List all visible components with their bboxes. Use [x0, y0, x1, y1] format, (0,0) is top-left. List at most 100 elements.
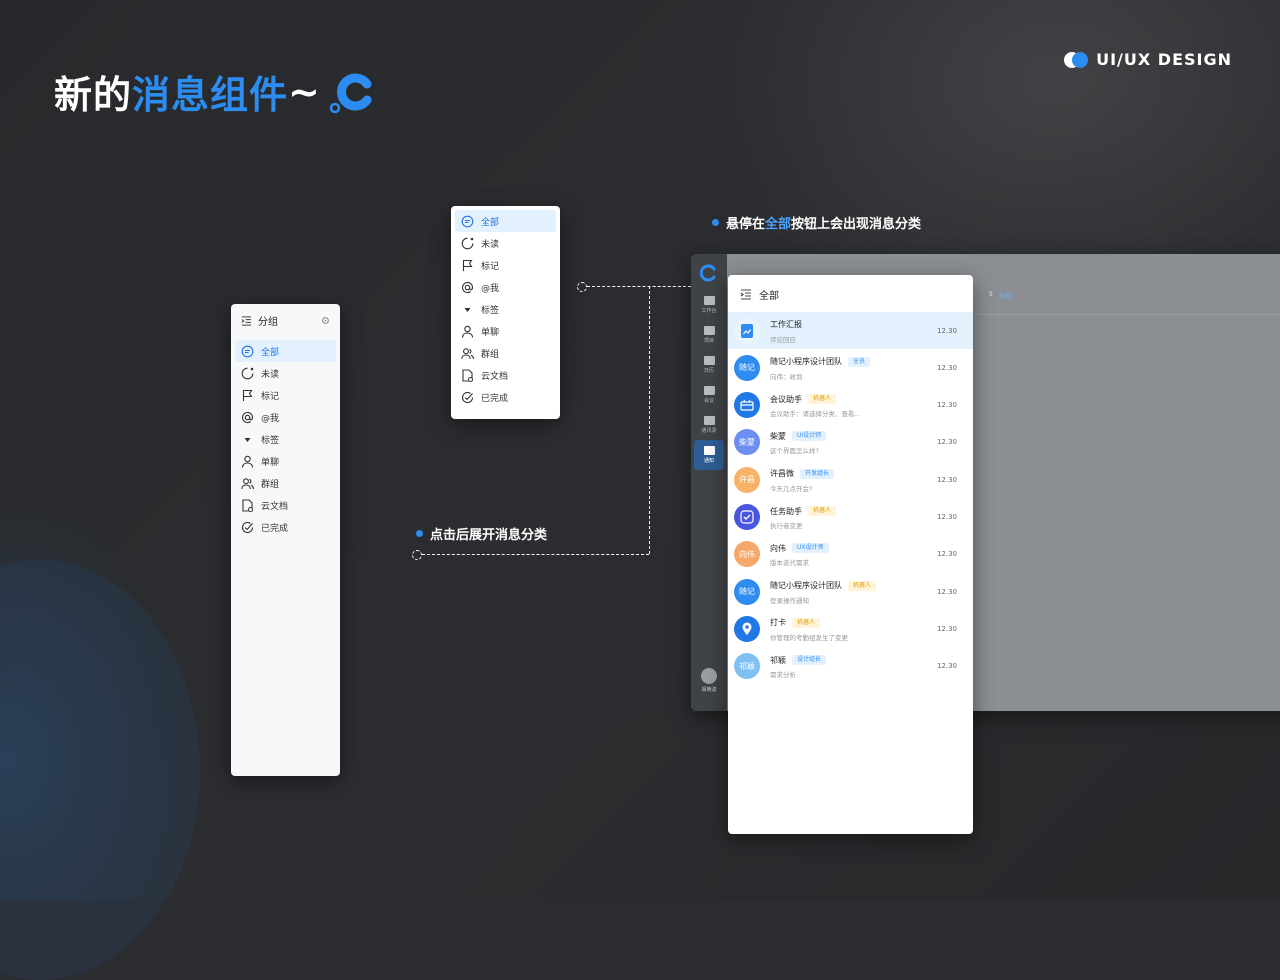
popover-item[interactable]: 未读: [455, 232, 556, 254]
brand: UI/UX DESIGN: [1064, 50, 1232, 69]
popover-item[interactable]: 标记: [455, 254, 556, 276]
message-name: 向伟: [770, 543, 786, 553]
message-preview: 向伟：收到: [770, 372, 803, 381]
topbar-tag[interactable]: 全部: [999, 293, 1012, 300]
avatar-text: 祁颖: [739, 661, 755, 671]
message-time: 12.30: [936, 513, 957, 521]
gear-icon[interactable]: [321, 316, 330, 325]
group-list-item[interactable]: 云文档: [235, 494, 336, 516]
rail-icon: [703, 326, 715, 335]
popover-item[interactable]: 已完成: [455, 386, 556, 408]
popover-item-label: 标记: [481, 261, 500, 272]
rail-item-label: 会议: [703, 398, 714, 404]
group-list-item[interactable]: 全部: [235, 340, 336, 362]
group-list: 全部未读标记 @我标签单聊群组云文档已完成: [231, 336, 340, 538]
message-row[interactable]: 会议助手机器人会议助手：请选择分类、查看...12.30: [728, 387, 973, 424]
triangle-down-icon: [464, 307, 471, 312]
group-list-item[interactable]: 标记: [235, 384, 336, 406]
rail-item[interactable]: 工作台: [694, 290, 724, 320]
avatar-text: 随记: [739, 587, 755, 597]
group-list-item[interactable]: 已完成: [235, 516, 336, 538]
connector-node: [412, 550, 422, 560]
popover-item-label: 群组: [481, 349, 500, 360]
popover-list: 全部未读标记 @我标签单聊群组云文档已完成: [451, 206, 560, 408]
group-list-item[interactable]: 群组: [235, 472, 336, 494]
avatar: 柴蒙: [734, 429, 760, 456]
message-row[interactable]: 许昌许昌微开发组长今天几点开会?12.30: [728, 461, 973, 498]
bullet-dot: [712, 219, 719, 226]
rail-icon: [703, 296, 715, 305]
location-pin-icon: [742, 622, 752, 635]
rail-item[interactable]: 日历: [694, 350, 724, 380]
app-topbar: 5 全部: [727, 278, 1280, 315]
connector-line: [649, 286, 650, 554]
rail-item-label: 工作台: [701, 308, 717, 314]
avatar: [734, 317, 760, 344]
check-circle-icon: [461, 391, 474, 403]
title-prefix: 新的: [54, 73, 133, 117]
popover-item[interactable]: 标签: [455, 298, 556, 320]
group-list-item[interactable]: 单聊: [235, 450, 336, 472]
role-tag: UI设计师: [792, 431, 827, 442]
at-icon: [461, 281, 474, 293]
group-list-item-label: 标记: [261, 391, 280, 402]
message-title: 任务助手机器人: [770, 504, 937, 518]
message-title: 打卡机器人: [770, 616, 937, 630]
popover-item[interactable]: 全部: [455, 210, 556, 232]
rail-item-label: 通讯录: [701, 428, 717, 434]
group-list-item-label: 未读: [261, 369, 280, 380]
chat-bubble-icon: [461, 215, 474, 227]
group-list-item-label: 云文档: [261, 501, 289, 512]
avatar-text: 柴蒙: [739, 437, 755, 447]
rail-icon: [703, 356, 715, 365]
app-logo-icon: [699, 264, 718, 286]
message-text: 任务助手机器人执行者变更: [770, 504, 937, 530]
popover-item-label: 单聊: [481, 327, 500, 338]
message-title: 随记小程序设计团队机器人: [770, 579, 937, 593]
popover-item[interactable]: 云文档: [455, 364, 556, 386]
avatar-text: 向伟: [739, 549, 755, 559]
popover-item[interactable]: @我: [455, 276, 556, 298]
group-list-item-label: 群组: [261, 479, 280, 490]
popover-item[interactable]: 单聊: [455, 320, 556, 342]
hover-annotation-suffix: 按钮上会出现消息分类: [791, 217, 922, 232]
message-name: 柴蒙: [770, 431, 786, 441]
indent-icon: [740, 289, 751, 300]
connector-node: [577, 282, 587, 292]
role-tag: 开发组长: [800, 468, 835, 479]
group-list-item[interactable]: @我: [235, 406, 336, 428]
avatar: [734, 392, 760, 419]
group-list-item[interactable]: 未读: [235, 362, 336, 384]
user-avatar[interactable]: [701, 668, 717, 684]
message-list-title[interactable]: 全部: [759, 290, 779, 302]
message-preview: 需求分析: [770, 671, 796, 680]
rail-item[interactable]: 会议: [694, 380, 724, 410]
avatar: 随记: [734, 354, 760, 381]
popover-item-label: 未读: [481, 239, 500, 250]
message-time: 12.30: [936, 662, 957, 671]
rail-item[interactable]: 通讯录: [694, 410, 724, 440]
avatar: 向伟: [734, 541, 760, 568]
chat-bubble-icon: [241, 345, 254, 357]
hover-annotation-prefix: 悬停在: [726, 217, 766, 232]
popover-item[interactable]: 群组: [455, 342, 556, 364]
rail-item[interactable]: 通知: [694, 440, 724, 470]
message-preview: 评论回应: [770, 335, 796, 344]
rail-item-label: 日历: [703, 368, 714, 374]
rail-item[interactable]: 项目: [694, 320, 724, 350]
group-list-item[interactable]: 标签: [235, 428, 336, 450]
indent-icon: [241, 315, 252, 326]
message-name: 随记小程序设计团队: [770, 581, 842, 591]
group-panel: 分组 全部未读标记@我标签单聊群组云文档已完成: [231, 304, 340, 776]
message-time: 12.30: [936, 326, 957, 335]
